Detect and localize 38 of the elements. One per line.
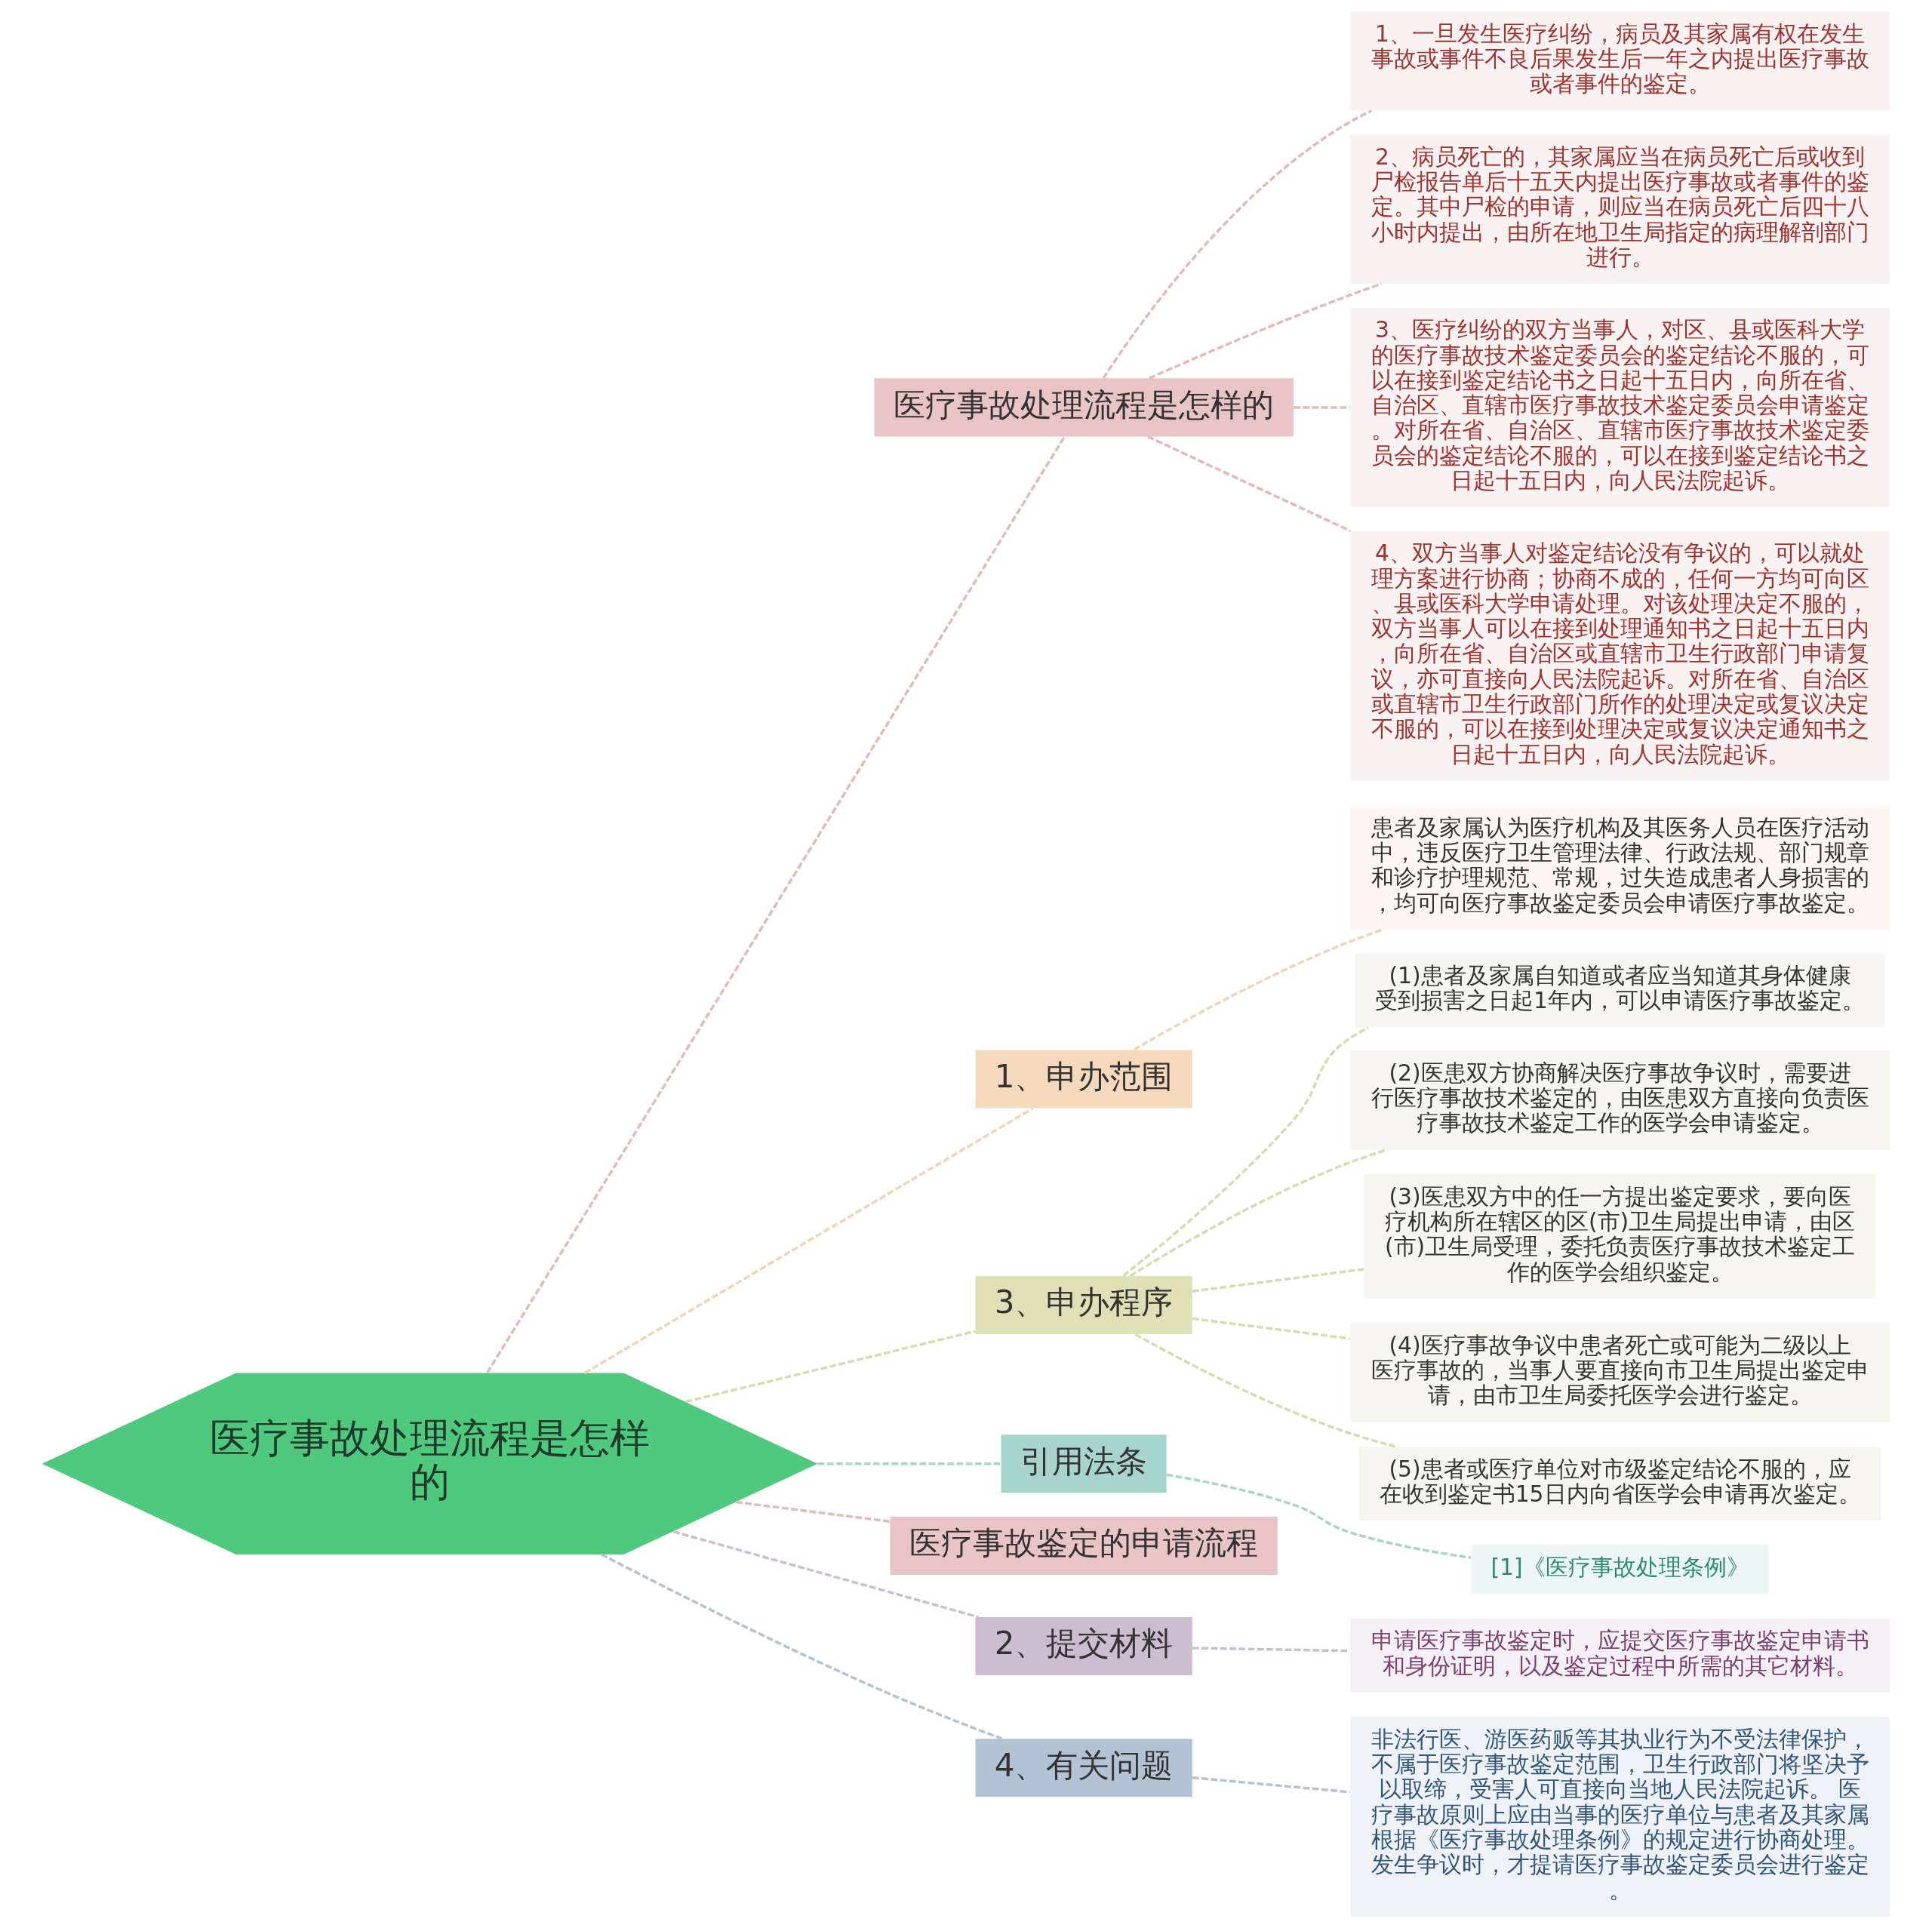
node-box: 患者及家属认为医疗机构及其医务人员在医疗活动中，违反医疗卫生管理法律、行政法规、部门规章和诊疗护理规范、常规，过失造成患者人身损害的，均可向医疗事故鉴定委员会申请医疗事故鉴定。 [1350, 805, 1890, 930]
node-box: 3、医疗纠纷的双方当事人，对区、县或医科大学的医疗事故技术鉴定委员会的鉴定结论不服的，可以在接到鉴定结论书之日起十五日内，向所在省、自治区、直辖市医疗事故技术鉴定委员会申请鉴定。对所在省、自治区、直辖市医疗事故技术鉴定委员会的鉴定结论不服的，可以在接到鉴定结论书之日起十五日内，向人民法院起诉。 [1350, 307, 1890, 508]
node-box: 2、病员死亡的，其家属应当在病员死亡后或收到尸检报告单后十五天内提出医疗事故或者事件的鉴定。其中尸检的申请，则应当在病员死亡后四十八小时内提出，由所在地卫生局指定的病理解剖部门进行。 [1350, 134, 1890, 284]
connector [600, 1553, 1002, 1740]
connector [735, 1500, 891, 1524]
node-box: (4)医疗事故争议中患者死亡或可能为二级以上医疗事故的，当事人要直接向市卫生局提出鉴定申请，由市卫生局委托医学会进行鉴定。 [1350, 1323, 1890, 1422]
node-box: (2)医患双方协商解决医疗事故争议时，需要进行医疗事故技术鉴定的，由医患双方直接向负责医疗事故技术鉴定工作的医学会申请鉴定。 [1350, 1050, 1890, 1150]
node-box: (5)患者或医疗单位对市级鉴定结论不服的，应在收到鉴定书15日内向省医学会申请再次鉴定。 [1358, 1447, 1881, 1521]
connector [1192, 1776, 1350, 1794]
connector [1147, 435, 1351, 533]
connector [583, 1107, 1034, 1375]
node-box: 2、提交材料 [975, 1617, 1192, 1676]
node-box: 1、申办范围 [975, 1050, 1192, 1109]
node-box: (1)患者及家属自知道或者应当知道其身体健康受到损害之日起1年内，可以申请医疗事故鉴定。 [1355, 953, 1885, 1028]
node-box: 1、一旦发生医疗纠纷，病员及其家属有权在发生事故或事件不良后果发生后一年之内提出医疗事故或者事件的鉴定。 [1350, 11, 1890, 111]
node-box: (3)医患双方中的任一方提出鉴定要求，要向医疗机构所在辖区的区(市)卫生局提出申请，由区(市)卫生局受理，委托负责医疗事故技术鉴定工作的医学会组织鉴定。 [1364, 1174, 1876, 1299]
node-box: 医疗事故处理流程是怎样的 [874, 378, 1294, 437]
connector [672, 1530, 979, 1619]
connector [1122, 1026, 1369, 1277]
node-box: 引用法条 [1001, 1434, 1167, 1493]
connector [1129, 1148, 1387, 1278]
node-box: 3、申办程序 [975, 1276, 1192, 1335]
connector [1166, 1473, 1472, 1559]
connector [1294, 406, 1351, 409]
node-box: [1]《医疗事故处理条例》 [1471, 1545, 1769, 1594]
connector [1192, 1268, 1364, 1293]
connector [1149, 282, 1382, 380]
connector [817, 1462, 1001, 1465]
node-box: 4、有关问题 [975, 1739, 1192, 1797]
connector [1133, 928, 1383, 1051]
connector [685, 1330, 976, 1404]
node-box: 非法行医、游医药贩等其执业行为不受法律保护，不属于医疗事故鉴定范围，卫生行政部门将坚决予以取缔，受害人可直接向当地人民法院起诉。 医疗事故原则上应由当事的医疗单位与患者及其家属根据《医疗事故处理条例》的规定进行协商处理。发生争议时，才提请医疗事故鉴定委员会进行鉴定。 [1350, 1717, 1890, 1917]
connector [1102, 109, 1372, 380]
connector [1134, 1333, 1396, 1448]
node-box: 4、双方当事人对鉴定结论没有争议的，可以就处理方案进行协商；协商不成的，任何一方均可向区、县或医科大学申请处理。对该处理决定不服的，双方当事人可以在接到处理通知书之日起十五日内，向所在省、自治区或直辖市卫生行政部门申请复议，亦可直接向人民法院起诉。对所在省、自治区或直辖市卫生行政部门所作的处理决定或复议决定不服的，可以在接到处理决定或复议决定通知书之日起十五日内，向人民法院起诉。 [1350, 530, 1890, 781]
connector [1192, 1317, 1350, 1340]
connector [486, 435, 1066, 1374]
node-box: 医疗事故鉴定的申请流程 [890, 1516, 1278, 1575]
